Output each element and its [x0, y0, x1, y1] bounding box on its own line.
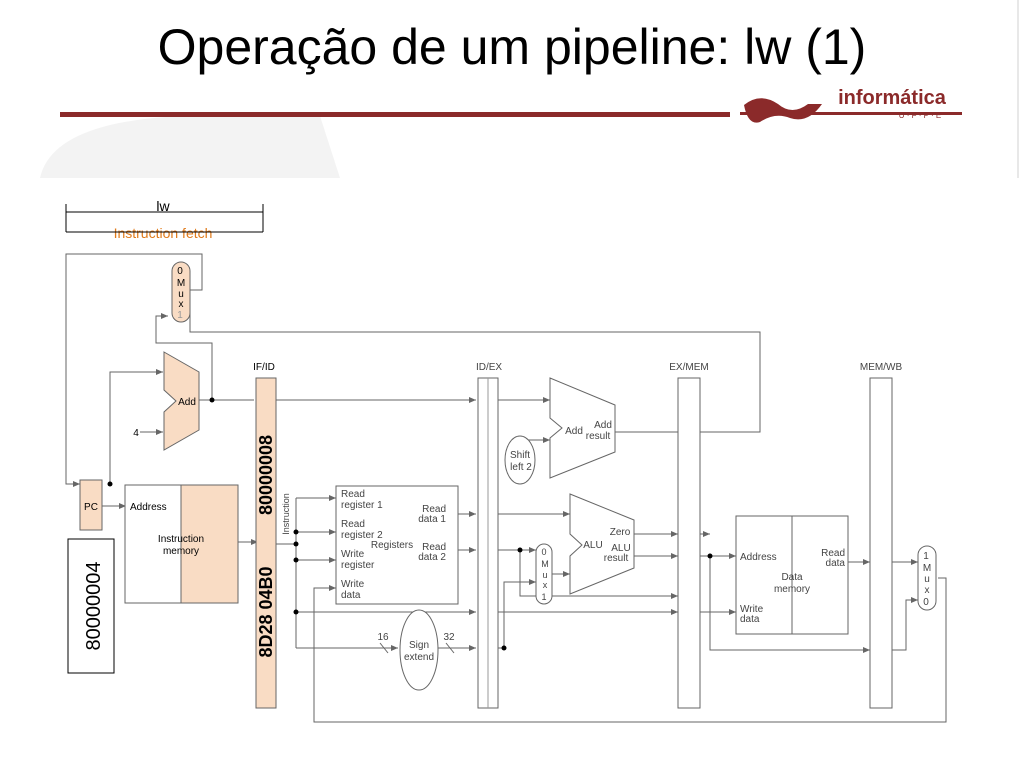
svg-text:Read: Read: [422, 542, 446, 553]
pc-adder: Add 4: [133, 351, 200, 451]
idex-register: ID/EX: [476, 362, 502, 709]
svg-text:x: x: [543, 580, 548, 590]
svg-text:u: u: [924, 574, 930, 585]
data-memory: Address Read data Write data Data memory: [735, 515, 849, 635]
svg-text:0: 0: [541, 547, 546, 557]
pc-register: PC: [79, 479, 103, 531]
svg-text:M: M: [541, 559, 549, 569]
svg-text:data: data: [826, 558, 846, 569]
alu: ALU Zero ALU result: [569, 493, 635, 595]
svg-text:result: result: [586, 431, 611, 442]
instruction-memory: Address Instruction memory: [124, 484, 239, 604]
svg-text:Add: Add: [594, 420, 612, 431]
svg-text:data 1: data 1: [418, 514, 446, 525]
svg-text:Zero: Zero: [610, 527, 631, 538]
title-underline: [60, 112, 730, 117]
sign-extend: Sign extend 16 32: [377, 609, 455, 691]
logo-underline: [740, 112, 962, 115]
ifid-pc-value: 80000008: [256, 435, 276, 515]
logo: informática U · F · P · E: [744, 87, 947, 123]
idex-label: ID/EX: [476, 362, 502, 373]
logo-subtext: U · F · P · E: [899, 111, 942, 120]
alu-src-mux: 0 M u x 1: [535, 543, 553, 605]
svg-text:Read: Read: [422, 504, 446, 515]
svg-text:1: 1: [923, 551, 929, 562]
stage-header: lw Instruction fetch: [65, 198, 264, 241]
svg-text:result: result: [604, 553, 629, 564]
svg-text:Write: Write: [341, 549, 365, 560]
svg-text:0: 0: [923, 597, 929, 608]
svg-text:register: register: [341, 560, 375, 571]
memwb-register: MEM/WB: [860, 362, 903, 709]
svg-text:register 2: register 2: [341, 530, 383, 541]
branch-adder: Add Add result: [549, 377, 616, 479]
svg-text:memory: memory: [774, 584, 810, 595]
pc-value-box: 80000004: [67, 538, 115, 674]
header-swoosh: [40, 115, 340, 178]
ifid-instruction-value: 8D28 04B0: [256, 566, 276, 657]
datapath-wires: [65, 253, 947, 723]
svg-text:Read: Read: [821, 548, 845, 559]
svg-text:x: x: [179, 299, 184, 310]
svg-text:Sign: Sign: [409, 640, 429, 651]
svg-text:0: 0: [177, 266, 183, 277]
svg-text:ALU: ALU: [583, 540, 602, 551]
svg-text:Add: Add: [565, 426, 583, 437]
svg-text:Address: Address: [740, 552, 777, 563]
svg-text:Read: Read: [341, 489, 365, 500]
svg-text:1: 1: [541, 592, 546, 602]
svg-text:ALU: ALU: [611, 543, 630, 554]
svg-text:x: x: [925, 585, 930, 596]
pc-value: 80000004: [83, 562, 105, 651]
pc-source-mux: 0 M u x 1: [171, 261, 191, 323]
shift-left-2: Shift left 2: [504, 435, 536, 485]
svg-text:u: u: [178, 289, 184, 300]
svg-text:Shift: Shift: [510, 450, 530, 461]
pc-label: PC: [84, 502, 98, 513]
stage-instruction: lw: [156, 198, 170, 214]
svg-text:left 2: left 2: [510, 462, 532, 473]
svg-text:register 1: register 1: [341, 500, 383, 511]
svg-text:Read: Read: [341, 519, 365, 530]
svg-text:Write: Write: [341, 579, 365, 590]
logo-mark-icon: [744, 98, 822, 123]
memwb-label: MEM/WB: [860, 362, 903, 373]
svg-text:M: M: [923, 563, 931, 574]
svg-text:Instruction: Instruction: [158, 534, 204, 545]
svg-text:memory: memory: [163, 546, 199, 557]
exmem-label: EX/MEM: [669, 362, 708, 373]
imem-address-label: Address: [130, 502, 167, 513]
sign-extend-out-bits: 32: [443, 632, 455, 643]
svg-text:Data: Data: [781, 572, 803, 583]
svg-text:data 2: data 2: [418, 552, 446, 563]
constant-four: 4: [133, 428, 139, 439]
writeback-mux: 1 M u x 0: [917, 545, 937, 611]
register-file: Read register 1 Read register 2 Write re…: [335, 485, 459, 605]
instruction-label: Instruction: [281, 493, 291, 535]
svg-text:extend: extend: [404, 652, 434, 663]
exmem-register: EX/MEM: [669, 362, 709, 709]
svg-text:Write: Write: [740, 604, 764, 615]
junctions: [107, 397, 713, 651]
svg-text:1: 1: [177, 310, 183, 321]
stage-name: Instruction fetch: [114, 225, 213, 241]
logo-text: informática: [838, 87, 947, 109]
svg-text:Registers: Registers: [371, 540, 413, 551]
slide-title: Operação de um pipeline: lw (1): [157, 19, 867, 75]
svg-text:u: u: [542, 570, 547, 580]
sign-extend-in-bits: 16: [377, 632, 389, 643]
svg-text:data: data: [341, 590, 361, 601]
ifid-label: IF/ID: [253, 362, 275, 373]
svg-text:M: M: [177, 278, 185, 289]
svg-text:data: data: [740, 614, 760, 625]
pc-adder-label: Add: [178, 397, 196, 408]
ifid-register: IF/ID 80000008 8D28 04B0 Instruction: [253, 362, 291, 709]
